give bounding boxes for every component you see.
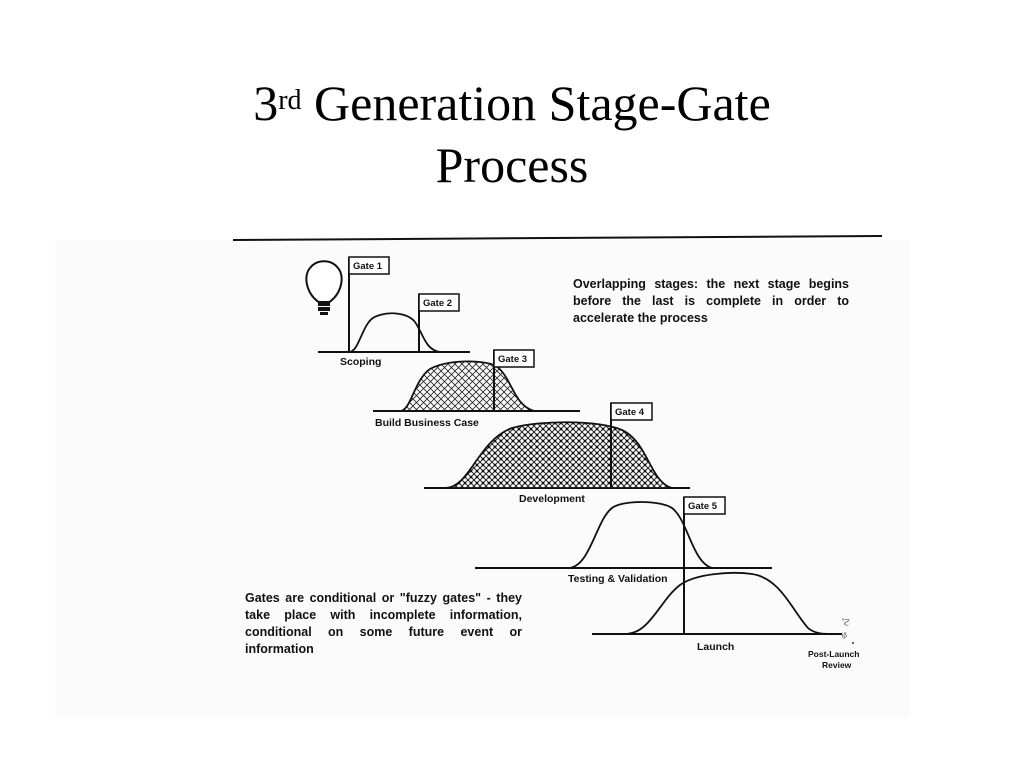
overlapping-stages-note: Overlapping stages: the next stage begin…	[573, 277, 849, 325]
gate-5-label: Gate 5	[688, 501, 718, 512]
title-line-2: Process	[435, 137, 589, 193]
gate-5: Gate 5	[683, 496, 726, 634]
gate-3: Gate 3	[493, 349, 535, 411]
gate-2: Gate 2	[418, 293, 460, 352]
curve-scoping	[348, 312, 441, 353]
curve-launch	[624, 572, 833, 635]
post-launch-label: Post-Launch	[808, 649, 859, 659]
gate-3-label: Gate 3	[498, 354, 527, 365]
curve-development	[444, 421, 673, 489]
gate-1-label: Gate 1	[353, 261, 383, 272]
lightbulb-icon	[305, 260, 343, 315]
stage-label-testing-validation: Testing & Validation	[568, 573, 668, 585]
title-line-1: 3rd Generation Stage-Gate	[0, 72, 1024, 134]
title-line1-rest: Generation Stage-Gate	[301, 75, 771, 131]
stage-label-scoping: Scoping	[340, 356, 381, 368]
top-rule	[232, 235, 883, 241]
slide-title: 3rd Generation Stage-Gate Process	[0, 72, 1024, 196]
curve-build-business-case	[399, 360, 535, 412]
gate-2-label: Gate 2	[423, 298, 452, 309]
stage-launch: Launch	[592, 572, 842, 653]
stage-development: Development	[424, 421, 690, 505]
stage-label-launch: Launch	[697, 641, 734, 653]
stage-label-development: Development	[519, 493, 585, 505]
curve-testing-validation	[567, 501, 713, 569]
review-icon: 'ਟ ᵢᵦ	[842, 617, 854, 644]
gate-4: Gate 4	[610, 402, 653, 488]
gate-4-label: Gate 4	[615, 407, 645, 418]
svg-text:'ਟ: 'ਟ	[842, 617, 850, 627]
gate-1: Gate 1	[348, 256, 390, 352]
title-superscript: rd	[278, 85, 302, 116]
stage-scoping: Scoping	[318, 312, 470, 368]
stage-testing-validation: Testing & Validation	[475, 501, 772, 585]
stage-label-build-business-case: Build Business Case	[375, 417, 479, 429]
fuzzy-gates-note: Gates are conditional or "fuzzy gates" -…	[245, 591, 522, 656]
review-label: Review	[822, 660, 852, 670]
svg-text:ᵢᵦ: ᵢᵦ	[842, 629, 847, 639]
stage-build-business-case: Build Business Case	[373, 360, 580, 429]
title-prefix: 3	[253, 75, 279, 131]
